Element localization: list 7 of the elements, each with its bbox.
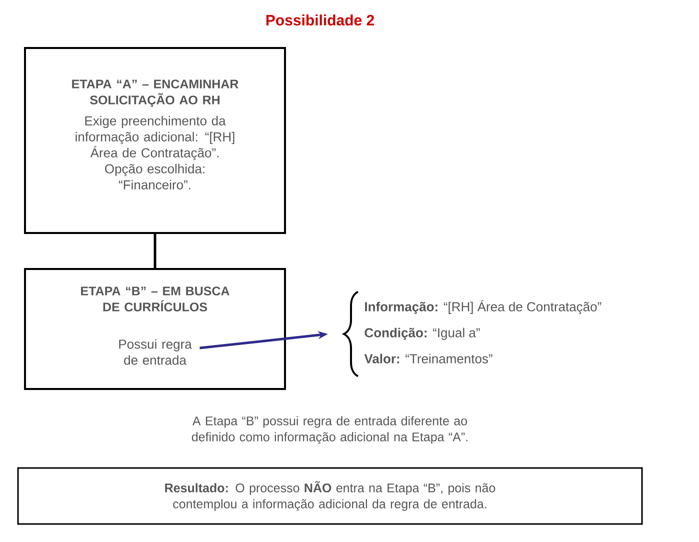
rule-text: Possui regra de entrada (119, 339, 192, 365)
connector (154, 234, 156, 268)
stage-box: ETAPA “A” – ENCAMINHAR SOLICITAÇÃO AO RH Exige preenchimento da informação adicional: “[RH] Área de Contratação”. Opção escolhida: “Financeiro”. (24, 47, 286, 234)
result-box: Resultado: O processo NÃO entra na Etapa “B”, pois não contemplou a informação adicional da regra de entrada. (17, 467, 643, 525)
bracketed-list: Informação: “[RH] Área de Contratação” Condição: “Igual a” Valor: “Treinamentos” (343, 290, 602, 378)
title: Possibilidade 2 (266, 14, 374, 26)
note-text: A Etapa “B” possui regra de entrada diferente ao definido como informação adicional na Etapa “A”. (192, 416, 468, 444)
